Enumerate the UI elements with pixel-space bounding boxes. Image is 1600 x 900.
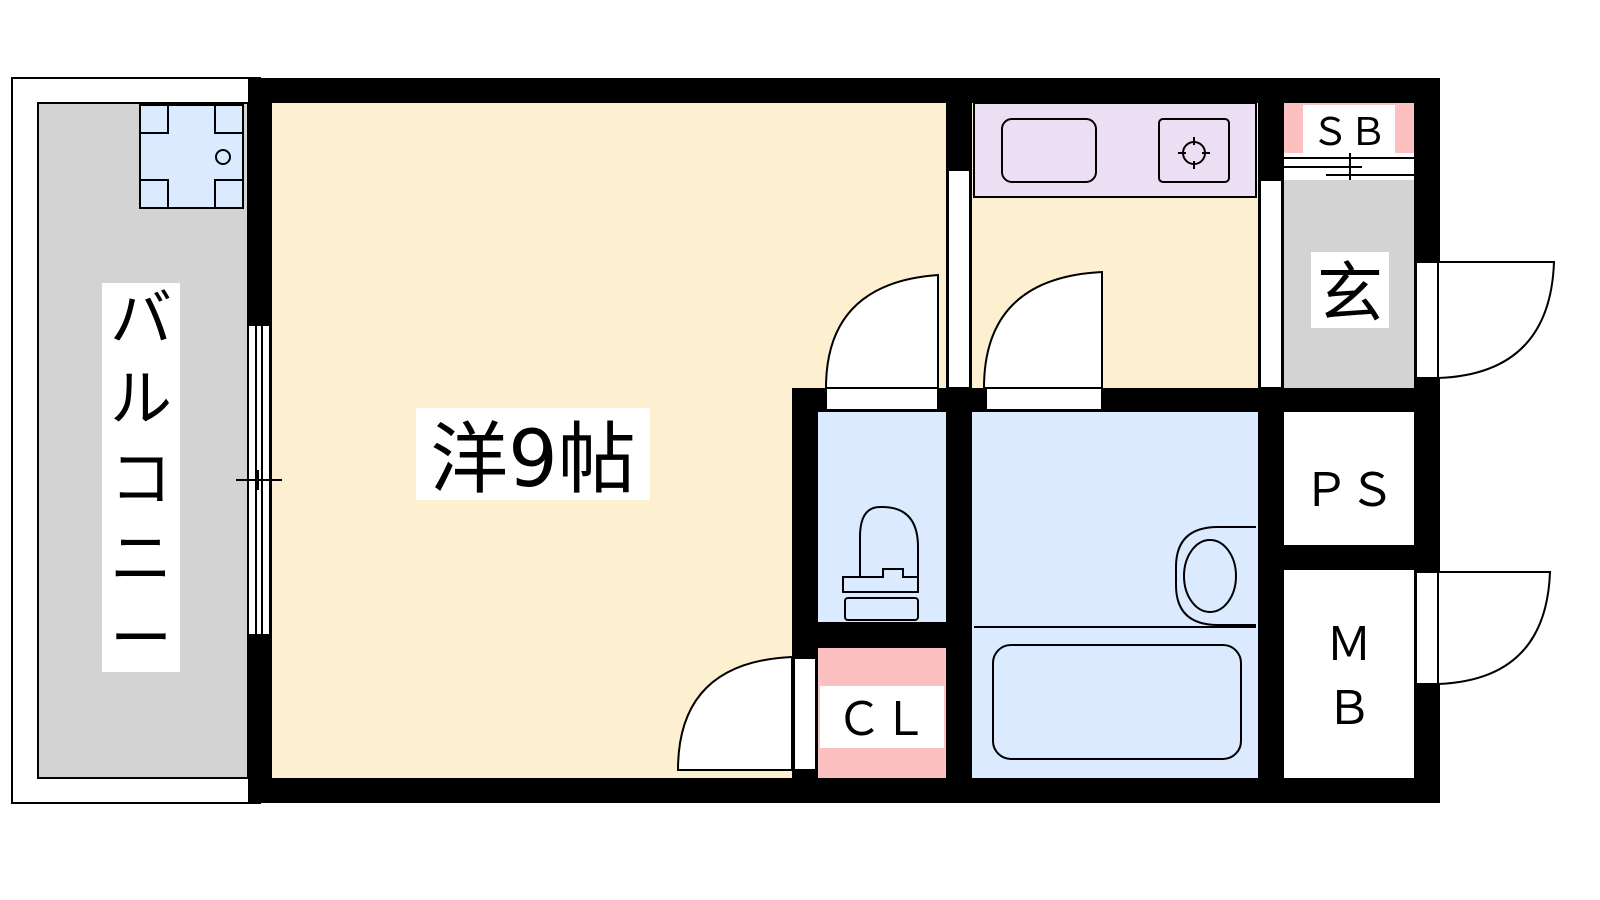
balcony-label-char: ル — [110, 362, 172, 435]
meter-box-door[interactable] — [1415, 571, 1552, 686]
meter-box-label-b: Ｂ — [1326, 681, 1372, 735]
balcony-window[interactable] — [236, 324, 282, 636]
balcony-label-char: ニ — [110, 522, 172, 595]
pipe-space — [1284, 412, 1414, 545]
washer-space-icon — [139, 104, 244, 209]
meter-box-label-m: Ｍ — [1326, 617, 1372, 671]
toilet-icon — [842, 506, 919, 621]
entrance-door[interactable] — [1415, 261, 1556, 380]
pipe-space-label: ＰＳ — [1303, 463, 1395, 517]
bathroom — [972, 412, 1258, 778]
closet-door[interactable] — [676, 655, 817, 771]
balcony-label-char: ー — [110, 602, 172, 675]
toilet-door[interactable] — [824, 273, 939, 411]
kitchen-counter — [973, 102, 1257, 198]
bathtub-icon — [992, 644, 1242, 760]
washbasin-icon — [1175, 526, 1256, 626]
kitchen-opening — [947, 169, 971, 389]
closet-label: ＣＬ — [836, 692, 928, 746]
balcony-label-char: バ — [110, 282, 172, 355]
balcony-label-char: コ — [110, 442, 172, 515]
meter-box — [1284, 570, 1414, 778]
shoe-box-label: ＳＢ — [1311, 110, 1387, 154]
bathroom-door[interactable] — [982, 270, 1103, 411]
stove-icon — [1158, 118, 1230, 183]
entrance-label: 玄 — [1317, 255, 1383, 332]
western-room-label: 洋9帖 — [430, 415, 636, 505]
sink-icon — [1001, 118, 1097, 183]
